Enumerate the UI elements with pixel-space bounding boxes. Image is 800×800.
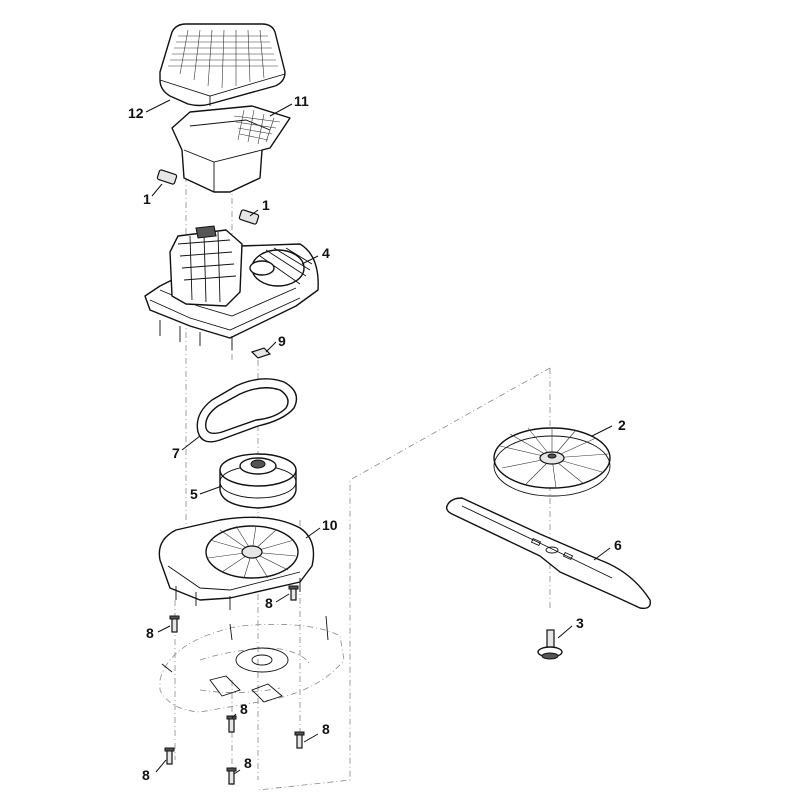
part-10-lower-housing xyxy=(158,516,315,610)
callout-8-c: 8 xyxy=(240,701,248,717)
part-8-screws xyxy=(164,585,305,785)
part-4-motor-assembly xyxy=(144,225,319,350)
callout-1-left: 1 xyxy=(143,191,151,207)
mower-deck-outline xyxy=(159,615,345,713)
callout-5: 5 xyxy=(190,486,198,502)
part-2-fan-impeller xyxy=(493,427,611,497)
screw-8-f xyxy=(226,767,237,785)
callout-2: 2 xyxy=(618,417,626,433)
callout-8-b: 8 xyxy=(146,625,154,641)
part-5-pulley xyxy=(219,453,297,509)
screw-8-c xyxy=(226,715,237,733)
screw-8-a xyxy=(288,585,299,601)
screw-8-b xyxy=(169,615,180,633)
part-6-blade xyxy=(445,497,651,610)
callout-12: 12 xyxy=(128,105,144,121)
callout-4: 4 xyxy=(322,245,330,261)
callout-7: 7 xyxy=(172,445,180,461)
callout-1-right: 1 xyxy=(262,197,270,213)
screw-8-e xyxy=(164,747,175,765)
callout-8-d: 8 xyxy=(322,721,330,737)
callout-10: 10 xyxy=(322,517,338,533)
callout-8-e: 8 xyxy=(142,767,150,783)
callout-6: 6 xyxy=(614,537,622,553)
callout-labels: 12 11 1 1 4 9 7 5 10 2 6 3 8 8 8 8 8 8 xyxy=(128,93,626,783)
callout-9: 9 xyxy=(278,333,286,349)
callout-8-a: 8 xyxy=(265,595,273,611)
callout-8-f: 8 xyxy=(244,755,252,771)
screw-8-d xyxy=(294,731,305,749)
callout-leaders xyxy=(145,99,613,775)
callout-11: 11 xyxy=(294,93,309,109)
part-1-clip-left xyxy=(156,169,178,185)
part-7-drive-belt xyxy=(196,378,298,443)
part-11-filter-housing xyxy=(171,105,291,193)
part-3-blade-bolt xyxy=(537,629,563,660)
callout-3: 3 xyxy=(576,615,584,631)
part-12-cover xyxy=(159,23,286,107)
part-9-retainer xyxy=(250,347,272,359)
